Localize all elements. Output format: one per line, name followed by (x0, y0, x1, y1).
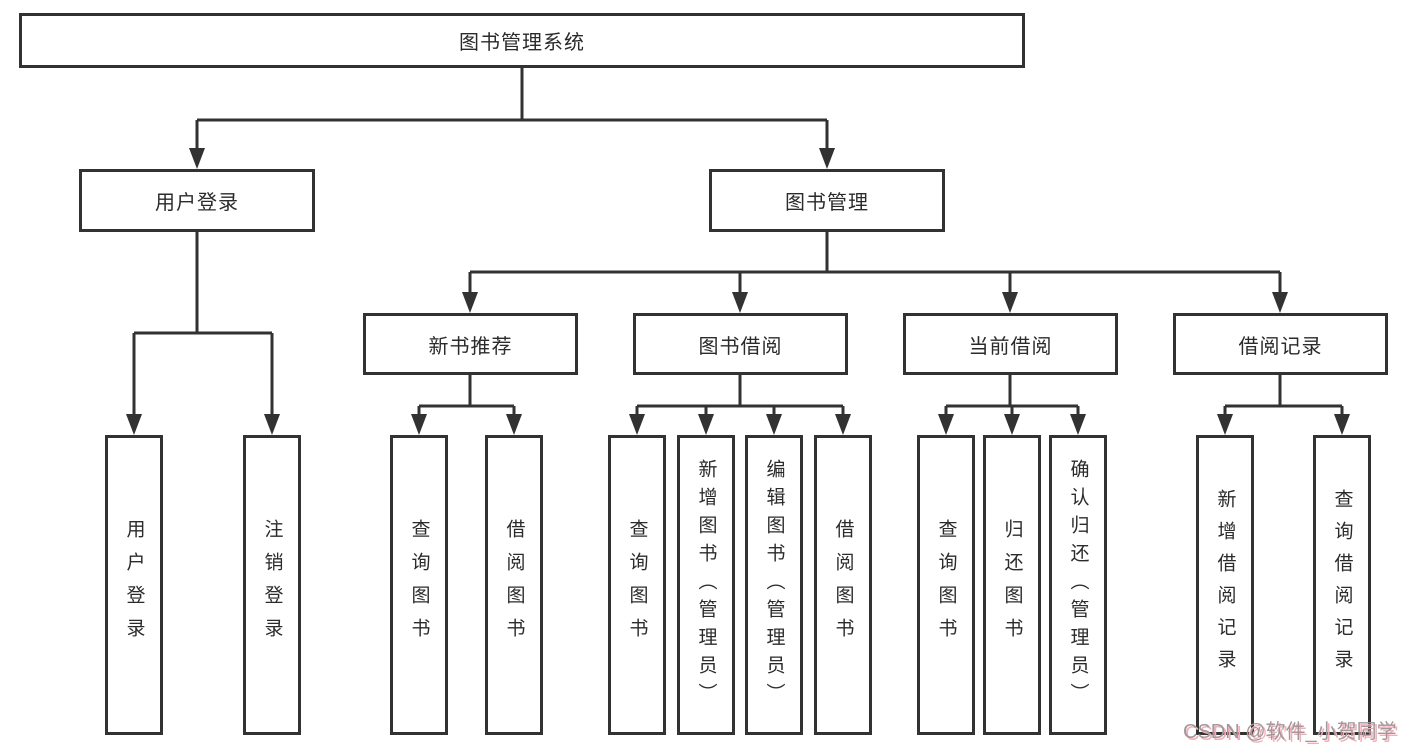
leaf-confirm-return-admin: 确认归还（管理员） (1049, 435, 1107, 735)
node-user-login: 用户登录 (79, 169, 315, 232)
node-library-management-system: 图书管理系统 (19, 13, 1025, 68)
leaf-add-borrow-record: 新增借阅记录 (1196, 435, 1254, 735)
leaf-user-login: 用户登录 (105, 435, 163, 735)
leaf-query-books-recommend: 查询图书 (390, 435, 448, 735)
node-book-management: 图书管理 (709, 169, 945, 232)
node-book-borrowing: 图书借阅 (633, 313, 848, 375)
node-borrowing-records: 借阅记录 (1173, 313, 1388, 375)
leaf-edit-books-admin: 编辑图书（管理员） (745, 435, 803, 735)
leaf-return-books: 归还图书 (983, 435, 1041, 735)
leaf-query-books-borrowing: 查询图书 (608, 435, 666, 735)
csdn-watermark: CSDN @软件_小贺同学 (1183, 721, 1397, 743)
leaf-add-books-admin: 新增图书（管理员） (677, 435, 735, 735)
leaf-borrow-books-borrowing: 借阅图书 (814, 435, 872, 735)
node-new-book-recommendation: 新书推荐 (363, 313, 578, 375)
leaf-query-books-current: 查询图书 (917, 435, 975, 735)
leaf-query-borrow-record: 查询借阅记录 (1313, 435, 1371, 735)
leaf-logout-login: 注销登录 (243, 435, 301, 735)
leaf-borrow-books-recommend: 借阅图书 (485, 435, 543, 735)
node-current-borrowing: 当前借阅 (903, 313, 1118, 375)
arrowheads (126, 148, 1350, 435)
